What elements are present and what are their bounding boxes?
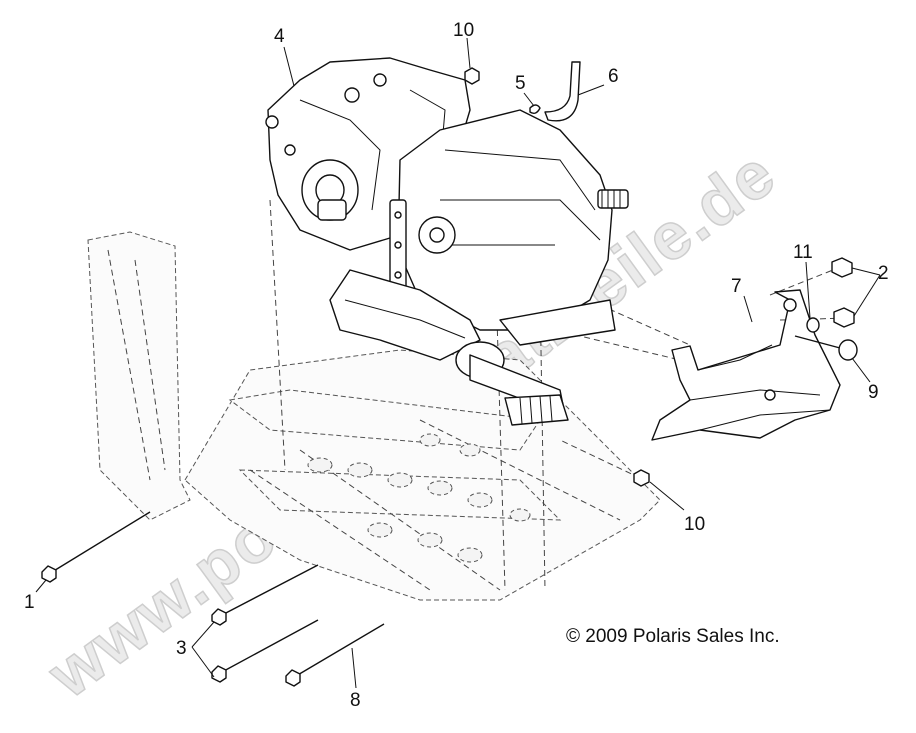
callout-4: 4: [274, 26, 285, 47]
callout-10-bottom: 10: [684, 514, 705, 535]
callout-10-top: 10: [453, 20, 474, 41]
hardware: [41, 61, 858, 687]
nut-10-bottom: [633, 469, 650, 487]
callout-6: 6: [608, 66, 619, 87]
bolt-1: [41, 511, 151, 583]
bolt-9: [794, 335, 858, 361]
callout-7: 7: [731, 276, 742, 297]
bolt-3-lower: [211, 619, 319, 683]
washer-11: [806, 317, 820, 333]
nut-2-upper: [831, 257, 853, 278]
copyright-notice: © 2009 Polaris Sales Inc.: [566, 626, 780, 647]
callout-9: 9: [868, 382, 879, 403]
callout-8: 8: [350, 690, 361, 711]
callout-5: 5: [515, 73, 526, 94]
breather-hose-6: [544, 61, 581, 122]
callout-3: 3: [176, 638, 187, 659]
hose-clamp-5: [529, 104, 541, 115]
callouts: 4 10 5 6 7 11 2 9 10 1 3 8: [24, 20, 889, 711]
callout-11: 11: [793, 242, 813, 263]
mount-bracket: [651, 289, 841, 441]
bolt-3-upper: [211, 564, 319, 626]
nut-2-lower: [833, 307, 855, 328]
leader-lines: [35, 37, 881, 689]
callout-1: 1: [24, 592, 35, 613]
callout-2: 2: [878, 263, 889, 284]
bolt-8: [285, 623, 385, 687]
engine-assembly: [265, 57, 629, 426]
nut-10-top: [464, 67, 480, 85]
